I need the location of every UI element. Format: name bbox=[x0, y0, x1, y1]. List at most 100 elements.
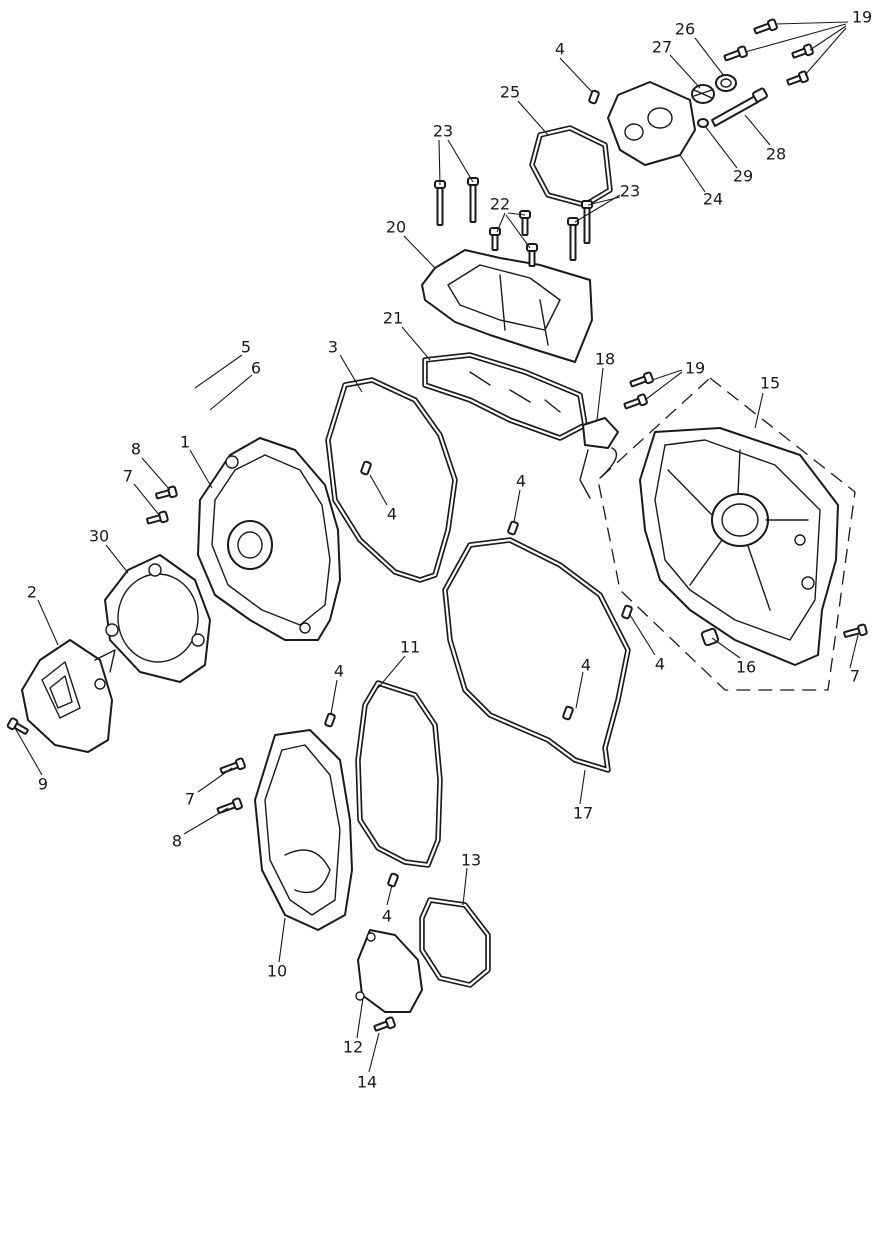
bolt-8-b[interactable] bbox=[216, 797, 243, 816]
leader-line-45 bbox=[669, 54, 701, 89]
leader-line-34 bbox=[401, 326, 431, 361]
bolt-23-a[interactable] bbox=[434, 180, 446, 226]
callout-19-2: 19 bbox=[685, 359, 705, 378]
part-15-cover[interactable] bbox=[597, 377, 856, 691]
bolt-7-b[interactable] bbox=[219, 757, 246, 776]
part-10-cover[interactable] bbox=[254, 729, 353, 931]
leader-line-4 bbox=[369, 474, 388, 506]
leader-line-35 bbox=[496, 212, 506, 233]
leader-line-6 bbox=[629, 614, 656, 656]
bolt-19-f[interactable] bbox=[623, 393, 648, 411]
callout-6: 6 bbox=[251, 359, 261, 378]
part-12-cover[interactable] bbox=[355, 929, 423, 1013]
part-26-seal[interactable] bbox=[715, 74, 737, 92]
bolt-19-b[interactable] bbox=[723, 45, 748, 63]
bolt-19-e[interactable] bbox=[629, 371, 654, 389]
dowel-4-c[interactable] bbox=[507, 520, 519, 536]
callout-27: 27 bbox=[652, 38, 672, 57]
dowel-4-f[interactable] bbox=[324, 712, 336, 728]
bolt-7-a[interactable] bbox=[146, 510, 169, 526]
leader-line-18 bbox=[278, 917, 286, 963]
part-27-bearing[interactable] bbox=[691, 84, 715, 104]
leader-line-17 bbox=[14, 727, 43, 776]
part-20-housing[interactable] bbox=[421, 249, 593, 363]
part-18-bracket[interactable] bbox=[579, 417, 619, 499]
bolt-8-a[interactable] bbox=[155, 485, 178, 501]
dowel-4-g[interactable] bbox=[387, 872, 399, 888]
leader-line-42 bbox=[679, 154, 706, 193]
callout-23-1: 23 bbox=[433, 122, 453, 141]
bolt-9[interactable] bbox=[6, 717, 29, 737]
part-1-cover[interactable] bbox=[197, 437, 341, 641]
part-29-washer[interactable] bbox=[697, 118, 709, 128]
dowel-4-a[interactable] bbox=[588, 89, 600, 105]
bolt-19-d[interactable] bbox=[786, 70, 809, 87]
callout-4-2: 4 bbox=[387, 505, 397, 524]
leader-line-10 bbox=[194, 354, 243, 389]
callout-16: 16 bbox=[736, 658, 756, 677]
part-25-gasket[interactable] bbox=[529, 125, 613, 208]
bolt-23-b[interactable] bbox=[467, 177, 479, 223]
callout-22: 22 bbox=[490, 195, 510, 214]
leader-line-43 bbox=[517, 100, 549, 136]
callout-11: 11 bbox=[400, 638, 420, 657]
bolt-23-d[interactable] bbox=[581, 200, 593, 244]
part-2-cover[interactable] bbox=[21, 639, 116, 753]
dowel-4-e[interactable] bbox=[562, 705, 574, 721]
callout-24: 24 bbox=[703, 190, 723, 209]
leader-line-32 bbox=[644, 371, 683, 401]
callout-10: 10 bbox=[267, 962, 287, 981]
callout-28: 28 bbox=[766, 145, 786, 164]
leader-line-29 bbox=[809, 25, 847, 51]
leader-line-9 bbox=[386, 884, 393, 906]
leader-line-22 bbox=[368, 1032, 380, 1073]
callout-19-1: 19 bbox=[852, 8, 872, 27]
leader-line-28 bbox=[744, 23, 847, 53]
leader-line-24 bbox=[711, 637, 741, 659]
callout-8-2: 8 bbox=[172, 832, 182, 851]
leader-line-44 bbox=[694, 37, 725, 77]
callout-21: 21 bbox=[383, 309, 403, 328]
leader-line-2 bbox=[339, 354, 363, 393]
part-11-gasket[interactable] bbox=[355, 680, 443, 868]
part-21-gasket[interactable] bbox=[422, 352, 588, 441]
bolt-7-c[interactable] bbox=[843, 623, 868, 639]
callout-4-5: 4 bbox=[581, 656, 591, 675]
part-16-plug[interactable] bbox=[700, 627, 720, 647]
bolt-22-a[interactable] bbox=[489, 227, 501, 251]
part-17-gasket[interactable] bbox=[442, 537, 631, 773]
leader-line-40 bbox=[574, 194, 621, 223]
part-30-ring[interactable] bbox=[104, 554, 211, 683]
leader-line-41 bbox=[587, 196, 621, 206]
dowel-4-d[interactable] bbox=[621, 604, 633, 620]
leader-line-14 bbox=[197, 767, 233, 793]
callout-4-7: 4 bbox=[382, 907, 392, 926]
leader-line-26 bbox=[596, 367, 604, 421]
leader-line-20 bbox=[356, 997, 364, 1039]
bolt-23-c[interactable] bbox=[567, 217, 579, 261]
part-28-bolt[interactable] bbox=[711, 87, 768, 127]
leader-line-48 bbox=[105, 544, 129, 574]
callout-30: 30 bbox=[89, 527, 109, 546]
callout-14: 14 bbox=[357, 1073, 377, 1092]
leader-line-21 bbox=[462, 867, 468, 906]
leader-line-25 bbox=[579, 769, 586, 805]
leader-line-37 bbox=[505, 214, 531, 249]
part-3-gasket[interactable] bbox=[325, 377, 458, 583]
leader-line-1 bbox=[37, 599, 59, 646]
dowel-4-b[interactable] bbox=[360, 460, 372, 476]
part-24-plate[interactable] bbox=[607, 81, 696, 166]
callout-13: 13 bbox=[461, 851, 481, 870]
part-13-gasket[interactable] bbox=[419, 897, 491, 988]
bolt-19-c[interactable] bbox=[791, 43, 814, 60]
callout-4-6: 4 bbox=[334, 662, 344, 681]
bolt-19-a[interactable] bbox=[753, 18, 778, 36]
bolt-22-c[interactable] bbox=[526, 243, 538, 267]
callout-leaders bbox=[14, 21, 859, 1073]
bolt-14[interactable] bbox=[373, 1016, 396, 1033]
leader-line-8 bbox=[330, 679, 338, 715]
leader-line-47 bbox=[704, 125, 738, 169]
leader-line-3 bbox=[559, 57, 593, 93]
leader-line-12 bbox=[133, 483, 161, 517]
callout-5: 5 bbox=[241, 338, 251, 357]
